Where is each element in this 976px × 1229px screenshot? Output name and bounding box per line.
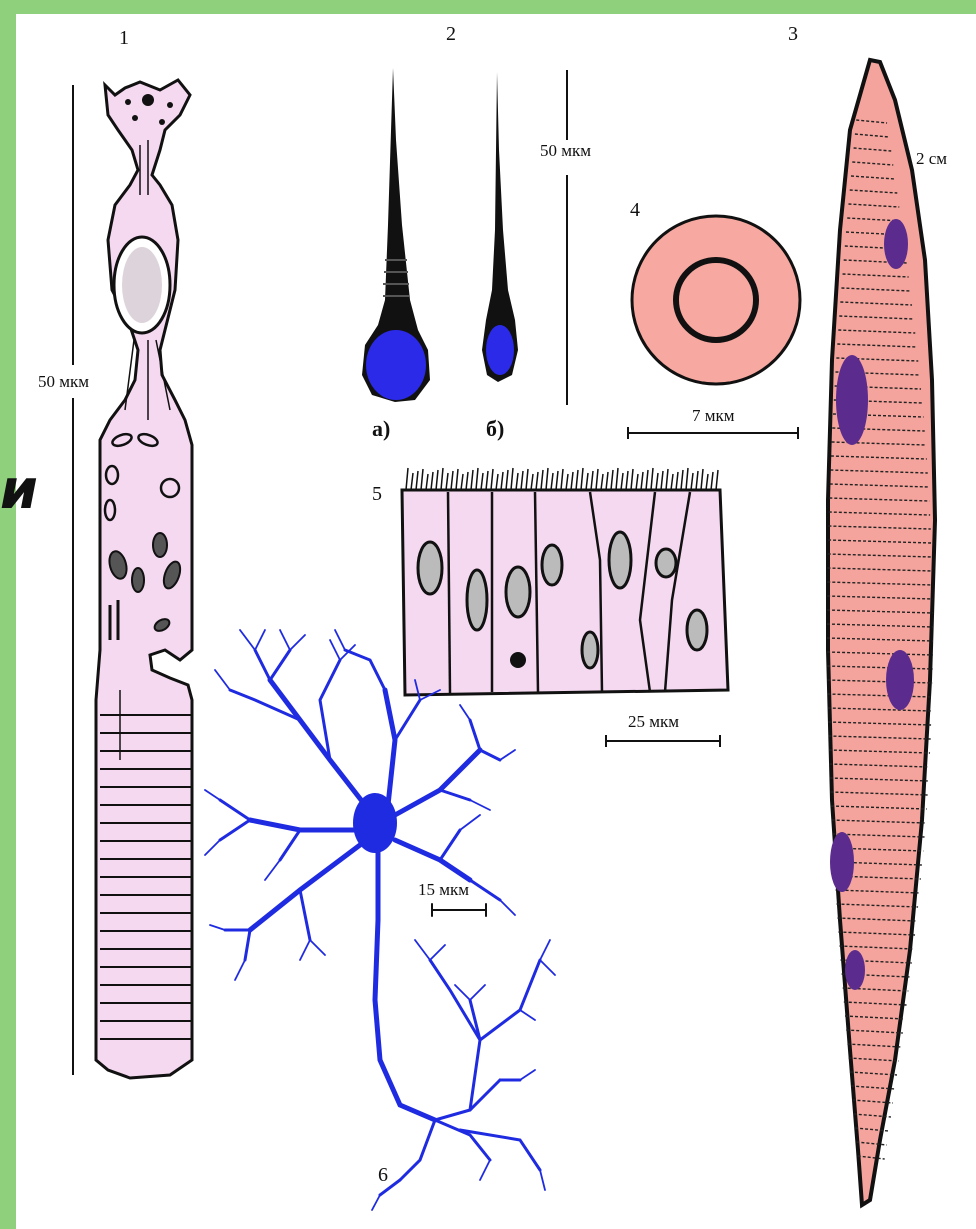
scale-label-erythrocyte: 7 мкм [692,407,735,424]
cilium [696,471,698,490]
cilium [621,473,623,490]
cilium [451,471,453,490]
cilium [581,468,583,490]
cilium [571,472,573,490]
cilium [686,468,688,490]
cilium [716,470,718,490]
cilium [631,469,633,490]
cilium [466,472,468,490]
scale-label-sperm: 50 мкм [540,142,591,159]
cilium [536,472,538,490]
label-cell-5: 5 [372,484,382,504]
cilium [516,473,518,490]
cilium [566,474,568,490]
cilium [461,474,463,490]
cilium [601,474,603,490]
scale-label-neuron: 15 мкм [418,881,469,898]
scale-label-muscle: 2 см [916,150,947,167]
scale-label-rod: 50 мкм [38,373,89,390]
cilium [691,473,693,490]
cilium [506,470,508,490]
cilium [706,474,708,490]
cilium [641,472,643,490]
cilium [476,468,478,490]
cilium [486,471,488,490]
cilium [666,469,668,490]
sperm-cells [362,68,567,405]
cilium [676,472,678,490]
cilium [526,469,528,490]
cilium [501,472,503,490]
cilium [421,469,423,490]
cilium [591,471,593,490]
cilium [471,470,473,490]
label-cell-4: 4 [630,200,640,220]
cilium [681,470,683,490]
cilium [656,473,658,490]
label-cell-6: 6 [378,1165,388,1185]
cilium [441,468,443,490]
label-cell-2: 2 [446,24,456,44]
cilium [561,469,563,490]
cilium [626,471,628,490]
cilium [546,468,548,490]
label-sperm-b: б) [486,418,504,440]
cilium [426,474,428,490]
cilium [446,473,448,490]
cilium [646,470,648,490]
cilium [711,472,713,490]
label-sperm-a: а) [372,418,390,440]
cilium [411,473,413,490]
label-cell-3: 3 [788,24,798,44]
cilium [586,473,588,490]
scale-label-epithelium: 25 мкм [628,713,679,730]
cilium [431,472,433,490]
cilium [511,468,513,490]
cilium [701,469,703,490]
cilium [551,473,553,490]
cilium [416,471,418,490]
cilium [636,474,638,490]
cilium [606,472,608,490]
cilium [456,469,458,490]
cilium [531,474,533,490]
cilium [596,469,598,490]
cilium [616,468,618,490]
cilium [611,470,613,490]
cilium [481,473,483,490]
cilium [671,474,673,490]
epithelium [402,468,728,747]
neuron [205,630,555,1210]
cilium [541,470,543,490]
side-glyph: и [0,458,38,521]
cilium [576,470,578,490]
muscle-fiber [827,60,935,1205]
cilium [496,474,498,490]
label-cell-1: 1 [119,28,129,48]
cilium [491,469,493,490]
cilium [406,468,408,490]
cilium [661,471,663,490]
cilium [651,468,653,490]
cilium [436,470,438,490]
cilium [556,471,558,490]
rod-cell [73,80,192,1078]
cilium [521,471,523,490]
